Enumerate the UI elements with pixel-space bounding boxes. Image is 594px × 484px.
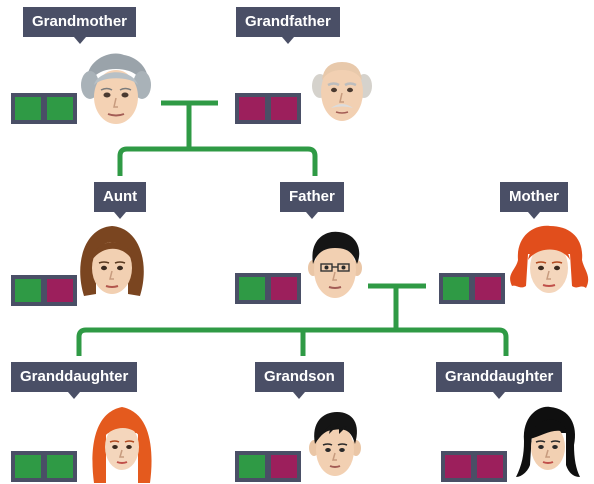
allele-2 [271,277,297,300]
label-grandmother: Grandmother [23,7,137,44]
generation-3-sibling-line [76,327,509,356]
grandfather-face-icon [312,62,372,121]
label-aunt: Aunt [94,182,147,219]
label-grandson: Grandson [255,362,344,399]
label-granddaughter-1: Granddaughter [11,362,138,399]
genes-aunt [11,275,77,306]
label-grandfather: Grandfather [236,7,340,44]
father-face-icon [308,231,362,298]
allele-1 [445,455,471,478]
genes-grandson [235,451,301,482]
allele-1 [239,455,265,478]
allele-1 [239,97,265,120]
label-father: Father [280,182,344,219]
genes-grandfather [235,93,301,124]
allele-1 [443,277,469,300]
grandson-face-icon [309,412,361,476]
mother-face-icon [510,225,589,293]
allele-1 [15,455,41,478]
allele-2 [47,455,73,478]
aunt-face-icon [80,226,144,296]
grandmother-face-icon [81,53,151,124]
allele-2 [47,97,73,120]
allele-1 [15,97,41,120]
genes-grandmother [11,93,77,124]
granddaughter-1-face-icon [92,407,152,483]
allele-2 [47,279,73,302]
genes-granddaughter-2 [441,451,507,482]
allele-2 [271,455,297,478]
generation-2-sibling-line [117,146,318,176]
allele-2 [475,277,501,300]
granddaughter-2-face-icon [516,406,580,477]
allele-1 [239,277,265,300]
genes-granddaughter-1 [11,451,77,482]
allele-2 [477,455,503,478]
genes-father [235,273,301,304]
label-granddaughter-2: Granddaughter [436,362,563,399]
allele-2 [271,97,297,120]
label-mother: Mother [500,182,568,219]
genes-mother [439,273,505,304]
allele-1 [15,279,41,302]
